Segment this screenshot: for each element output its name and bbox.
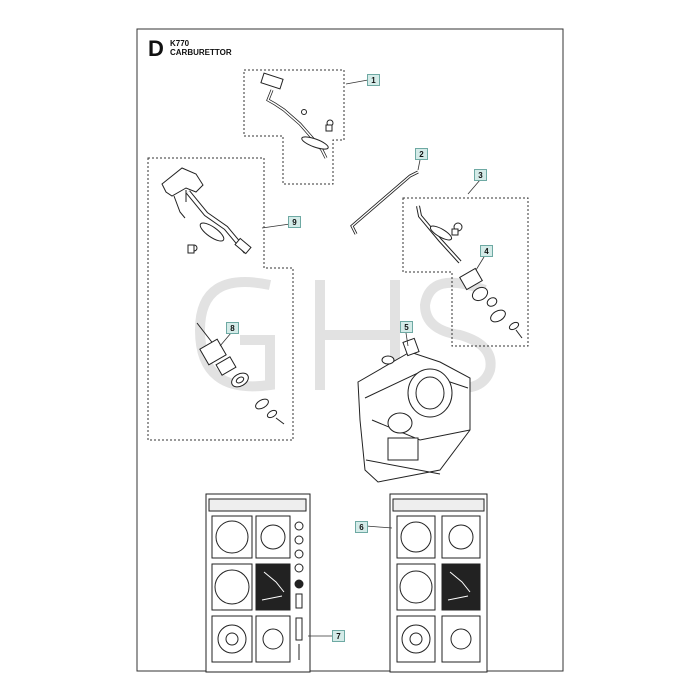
callout-4[interactable]: 4 — [480, 245, 493, 257]
callout-7[interactable]: 7 — [332, 630, 345, 642]
callout-9[interactable]: 9 — [288, 216, 301, 228]
part-9-choke-shaft — [161, 167, 252, 255]
callout-1[interactable]: 1 — [367, 74, 380, 86]
section-letter: D — [148, 36, 164, 61]
model-name: K770 — [170, 39, 190, 48]
part-8-spring-assembly — [196, 322, 285, 425]
part-7-gasket-kit — [205, 493, 311, 673]
callout-6[interactable]: 6 — [355, 521, 368, 533]
part-6-gasket-kit — [389, 493, 488, 673]
ghs-watermark — [194, 277, 496, 393]
part-3-shaft — [416, 205, 463, 264]
leader-lines — [219, 79, 485, 637]
group-box-9 — [147, 157, 294, 441]
callout-5[interactable]: 5 — [400, 321, 413, 333]
part-1-throttle-shaft — [260, 72, 334, 159]
part-4-spring-assembly — [459, 267, 523, 339]
diagram-title: CARBURETTOR — [170, 48, 232, 57]
callout-8[interactable]: 8 — [226, 322, 239, 334]
group-box-1 — [243, 69, 345, 185]
callout-3[interactable]: 3 — [474, 169, 487, 181]
group-box-3 — [402, 197, 529, 347]
part-5-carburettor-body — [357, 337, 471, 483]
callout-2[interactable]: 2 — [415, 148, 428, 160]
